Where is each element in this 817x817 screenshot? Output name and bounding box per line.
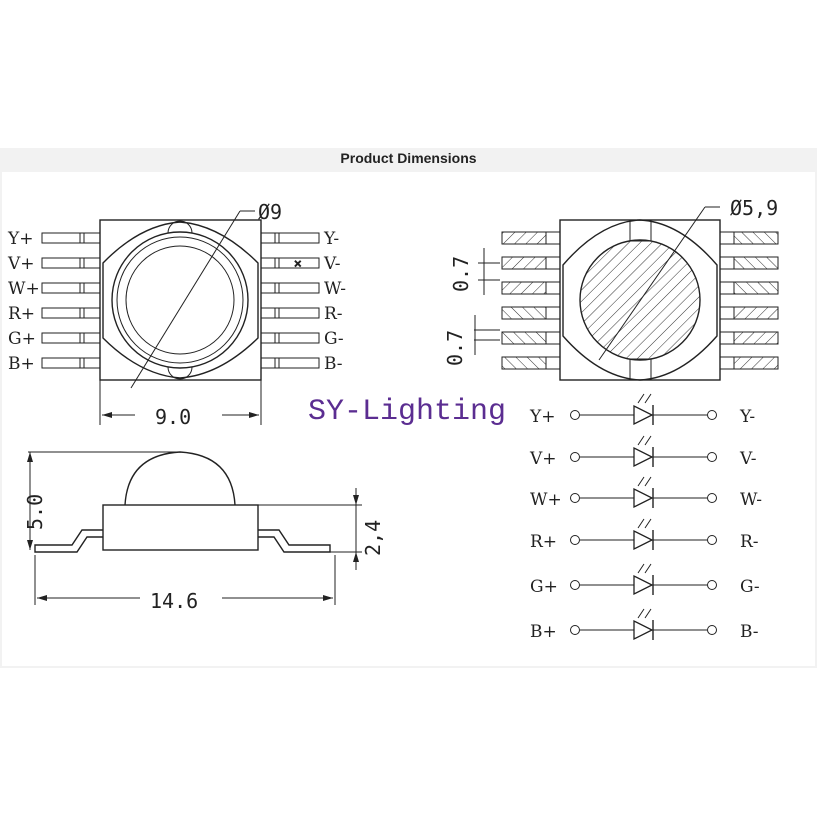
light-emission-icon [637, 518, 652, 529]
pin-label-left: G+ [8, 329, 36, 349]
circuit-label-plus: V+ [529, 449, 557, 469]
pin-label-right: G- [324, 329, 344, 349]
terminal-minus [707, 535, 717, 545]
circuit-label-minus: B- [740, 622, 759, 642]
circuit-label-plus: W+ [530, 490, 562, 510]
pin-left [41, 307, 101, 319]
pad-right [733, 231, 779, 245]
led-diode-icon [633, 446, 654, 468]
circuit-row: W+ W- [530, 476, 762, 510]
pin-right [260, 282, 320, 294]
pin-right [260, 332, 320, 344]
circuit-diagram: Y+ Y- V+ V- W+ W- R+ R- G+ G- B+ B- [529, 393, 762, 642]
pad-right [733, 356, 779, 370]
pin-label-left: V+ [7, 254, 35, 274]
pin-label-right: W- [324, 279, 346, 299]
body-height-label: 2,4 [361, 520, 385, 556]
pad-right [733, 331, 779, 345]
top-view: Y+ V+ W+ R+ G+ B+ Y- V- W- R- G- B- Ø9 9.0 × [7, 200, 346, 429]
pin-right [260, 357, 320, 369]
pin-left [41, 332, 101, 344]
terminal-plus [570, 535, 580, 545]
led-diode-icon [633, 487, 654, 509]
unused-pin-mark: × [294, 256, 302, 271]
circuit-row: B+ B- [530, 608, 759, 642]
pad-left [501, 231, 547, 245]
pin-left [41, 232, 101, 244]
length-label: 14.6 [150, 589, 198, 613]
led-diode-icon [633, 574, 654, 596]
pad-left [501, 331, 547, 345]
pin-label-left: B+ [8, 354, 35, 374]
pin-left [41, 357, 101, 369]
terminal-minus [707, 493, 717, 503]
circuit-label-minus: V- [739, 449, 756, 469]
terminal-minus [707, 452, 717, 462]
circuit-label-minus: Y- [739, 407, 755, 427]
pad-diameter-label: Ø5,9 [730, 196, 778, 220]
circuit-label-plus: G+ [530, 577, 558, 597]
pin-label-right: B- [324, 354, 343, 374]
light-emission-icon [637, 608, 652, 619]
circuit-label-plus: Y+ [529, 407, 555, 427]
pad-right [733, 256, 779, 270]
pad-left [501, 256, 547, 270]
circuit-label-plus: R+ [530, 532, 557, 552]
pad-view: Ø5,9 0.7 0.7 [443, 196, 779, 381]
pad-right [733, 281, 779, 295]
pitch-label-1: 0.7 [449, 256, 473, 292]
terminal-plus [570, 410, 580, 420]
led-diode-icon [633, 404, 654, 426]
circuit-label-minus: G- [740, 577, 760, 597]
terminal-plus [570, 493, 580, 503]
panel-title: Product Dimensions [340, 150, 477, 166]
terminal-minus [707, 410, 717, 420]
circuit-label-plus: B+ [530, 622, 557, 642]
light-emission-icon [637, 435, 652, 446]
side-view: 5.0 2,4 14.6 [23, 451, 385, 613]
circuit-label-minus: W- [740, 490, 762, 510]
terminal-plus [570, 625, 580, 635]
height-label: 5.0 [23, 494, 47, 530]
light-emission-icon [637, 393, 652, 404]
circuit-row: G+ G- [530, 563, 760, 597]
light-emission-icon [637, 563, 652, 574]
pad-left [501, 356, 547, 370]
pin-right [260, 307, 320, 319]
pin-left [41, 257, 101, 269]
width-label: 9.0 [155, 405, 191, 429]
terminal-plus [570, 452, 580, 462]
pin-right [260, 257, 320, 269]
pin-right [260, 232, 320, 244]
brand-watermark: SY-Lighting [308, 395, 506, 429]
terminal-minus [707, 625, 717, 635]
led-diode-icon [633, 619, 654, 641]
pin-left [41, 282, 101, 294]
pad-right [733, 306, 779, 320]
circuit-row: R+ R- [530, 518, 759, 552]
light-emission-icon [637, 476, 652, 487]
led-diode-icon [633, 529, 654, 551]
pitch-label-2: 0.7 [443, 330, 467, 366]
circuit-label-minus: R- [740, 532, 759, 552]
terminal-minus [707, 580, 717, 590]
pad-left [501, 281, 547, 295]
diameter-label: Ø9 [258, 200, 282, 224]
pin-label-right: R- [324, 304, 343, 324]
pin-label-left: W+ [8, 279, 40, 299]
pin-label-right: Y- [323, 229, 339, 249]
pin-label-left: Y+ [7, 229, 33, 249]
pin-label-left: R+ [8, 304, 35, 324]
pad-left [501, 306, 547, 320]
circuit-row: V+ V- [529, 435, 756, 469]
terminal-plus [570, 580, 580, 590]
pin-label-right: V- [323, 254, 340, 274]
circuit-row: Y+ Y- [529, 393, 755, 427]
